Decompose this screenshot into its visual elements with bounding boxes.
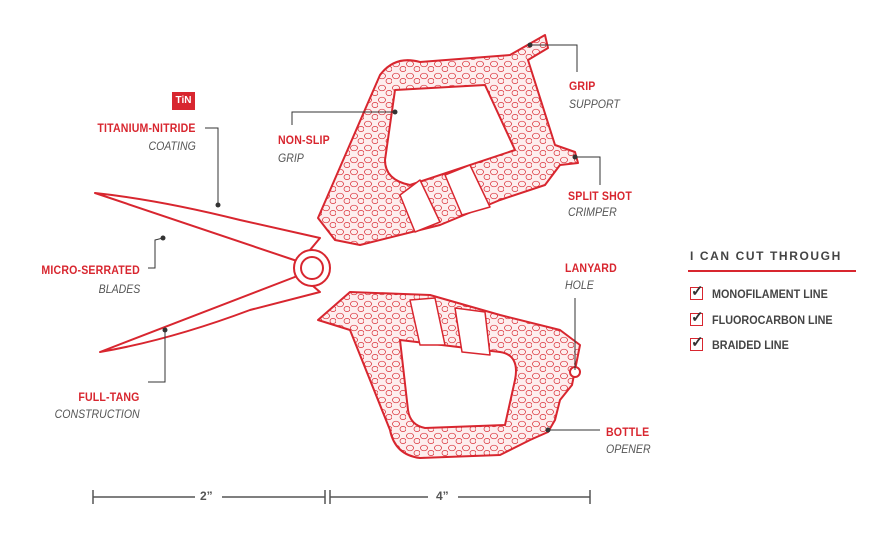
upper-handle-opening bbox=[384, 84, 516, 186]
check-icon: ✓ bbox=[691, 334, 704, 351]
lower-handle-opening bbox=[399, 339, 517, 429]
splitshot-sub: CRIMPER bbox=[568, 205, 617, 219]
titanium-sub: COATING bbox=[148, 139, 196, 153]
checkbox-icon bbox=[690, 287, 703, 300]
checklist-item: ✓ BRAIDED LINE bbox=[690, 334, 789, 352]
check-icon: ✓ bbox=[691, 283, 704, 300]
checkbox-icon bbox=[690, 338, 703, 351]
fulltang-label: FULL-TANG bbox=[78, 390, 140, 404]
micro-label: MICRO-SERRATED bbox=[41, 263, 140, 277]
panel-divider bbox=[688, 270, 856, 272]
grip-label: GRIP bbox=[569, 79, 596, 93]
lanyard-label: LANYARD bbox=[565, 261, 617, 275]
bottle-sub: OPENER bbox=[606, 442, 651, 456]
micro-sub: BLADES bbox=[98, 282, 140, 296]
checkbox-icon bbox=[690, 313, 703, 326]
handle-length: 4” bbox=[436, 489, 449, 503]
lanyard-sub: HOLE bbox=[565, 278, 594, 292]
checklist-item: ✓ MONOFILAMENT LINE bbox=[690, 283, 828, 301]
panel-title: I CAN CUT THROUGH bbox=[690, 249, 842, 263]
bottle-label: BOTTLE bbox=[606, 425, 650, 439]
titanium-label: TITANIUM-NITRIDE bbox=[97, 121, 196, 135]
check-icon: ✓ bbox=[691, 309, 704, 326]
tin-badge: TiN bbox=[172, 92, 195, 110]
splitshot-label: SPLIT SHOT bbox=[568, 189, 632, 203]
checklist-item: ✓ FLUOROCARBON LINE bbox=[690, 309, 833, 327]
dimension-line bbox=[92, 490, 591, 504]
upper-blade bbox=[94, 192, 321, 263]
lower-blade bbox=[99, 274, 321, 353]
nonslip-sub: GRIP bbox=[278, 151, 304, 165]
fulltang-sub: CONSTRUCTION bbox=[54, 407, 140, 421]
nonslip-label: NON-SLIP bbox=[278, 133, 330, 147]
grip-sub: SUPPORT bbox=[569, 97, 620, 111]
blade-length: 2” bbox=[200, 489, 213, 503]
